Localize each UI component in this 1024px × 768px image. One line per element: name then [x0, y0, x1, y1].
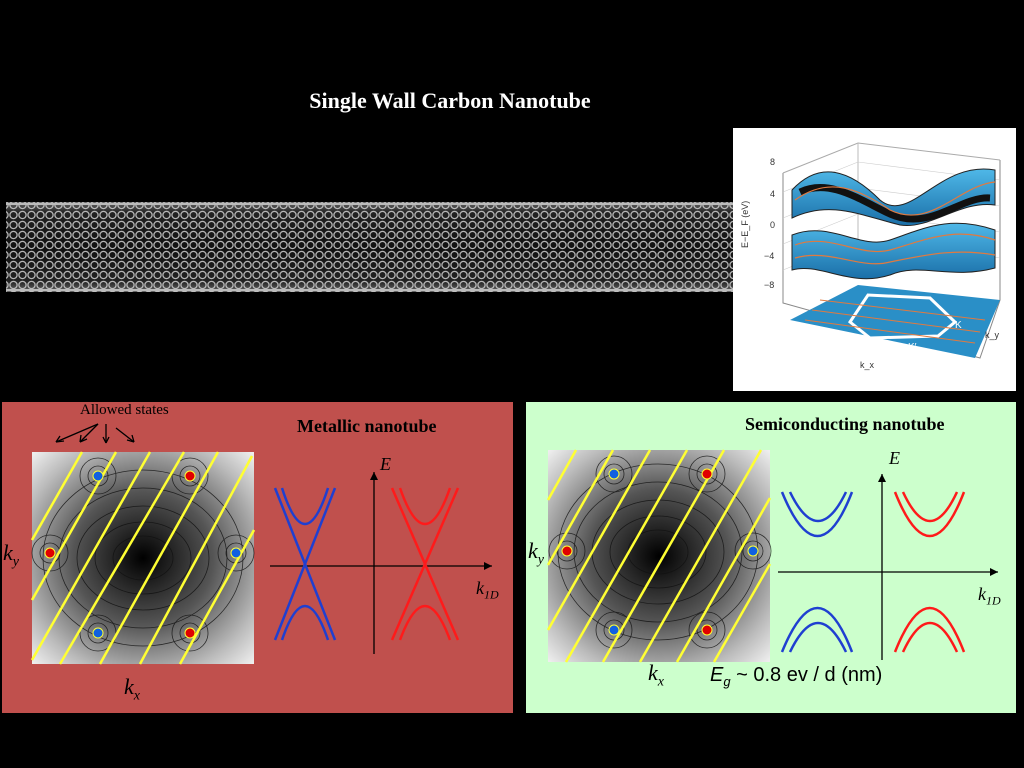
metallic-band-diagram: [270, 472, 492, 654]
semi-kx-sub: x: [657, 674, 664, 690]
gap-formula: Eg ~ 0.8 ev / d (nm): [710, 664, 882, 689]
semiconducting-red-bands: [893, 491, 966, 653]
semiconducting-blue-bands: [780, 491, 854, 653]
metallic-title: Metallic nanotube: [297, 416, 437, 436]
band-ky-label: k_y: [985, 330, 1000, 340]
semi-kx-k: k: [648, 660, 658, 685]
semiconducting-k-points: [561, 468, 759, 636]
gap-sub: g: [723, 674, 731, 689]
metallic-kx-k: k: [124, 674, 134, 699]
band-y-tick-8: 8: [770, 157, 775, 167]
semiconducting-ky-label: ky: [528, 538, 544, 568]
semiconducting-contour-map: [546, 449, 772, 663]
metallic-k1d-k: k: [476, 578, 484, 598]
metallic-kx-label: kx: [124, 674, 140, 704]
band-structure-inset: 8 4 0 −4 −8 E−E_F (eV) k_x k_y K K′: [733, 128, 1016, 391]
slide-title: Single Wall Carbon Nanotube: [309, 88, 591, 113]
semiconducting-kx-label: kx: [648, 660, 664, 690]
metallic-blue-bands: [273, 487, 337, 641]
metallic-k1d-label: k1D: [476, 578, 499, 603]
metallic-k1d-sub: 1D: [484, 587, 499, 602]
band-y-tick-4: 4: [770, 189, 775, 199]
band-y-tick-minus8: −8: [764, 280, 774, 290]
metallic-ky-sub: y: [12, 554, 19, 570]
metallic-energy-label: E: [380, 454, 391, 474]
metallic-contour-map: [30, 451, 256, 665]
semi-ky-sub: y: [537, 552, 544, 568]
band-kprime-point: K′: [908, 342, 917, 353]
band-y-axis-label: E−E_F (eV): [740, 201, 750, 248]
metallic-ky-label: ky: [3, 540, 19, 570]
semiconducting-k1d-label: k1D: [978, 584, 1001, 609]
band-y-tick-minus4: −4: [764, 251, 774, 261]
semi-ky-k: k: [528, 538, 538, 563]
band-kx-label: k_x: [860, 360, 875, 370]
semiconducting-title: Semiconducting nanotube: [745, 414, 945, 434]
allowed-states-arrows: [55, 423, 135, 444]
metallic-kx-sub: x: [133, 688, 140, 704]
semiconducting-band-diagram: [778, 474, 998, 660]
semi-k1d-sub: 1D: [986, 593, 1001, 608]
semiconducting-energy-label: E: [889, 448, 900, 468]
metallic-ky-k: k: [3, 540, 13, 565]
gap-formula-text: ~ 0.8 ev / d (nm): [730, 664, 883, 686]
band-k-point: K: [955, 320, 962, 331]
band-y-tick-0: 0: [770, 220, 775, 230]
gap-symbol: E: [710, 664, 724, 686]
metallic-red-bands: [390, 487, 460, 641]
metallic-k-points: [44, 470, 242, 639]
semi-k1d-k: k: [978, 584, 986, 604]
allowed-states-label: Allowed states: [80, 402, 169, 418]
